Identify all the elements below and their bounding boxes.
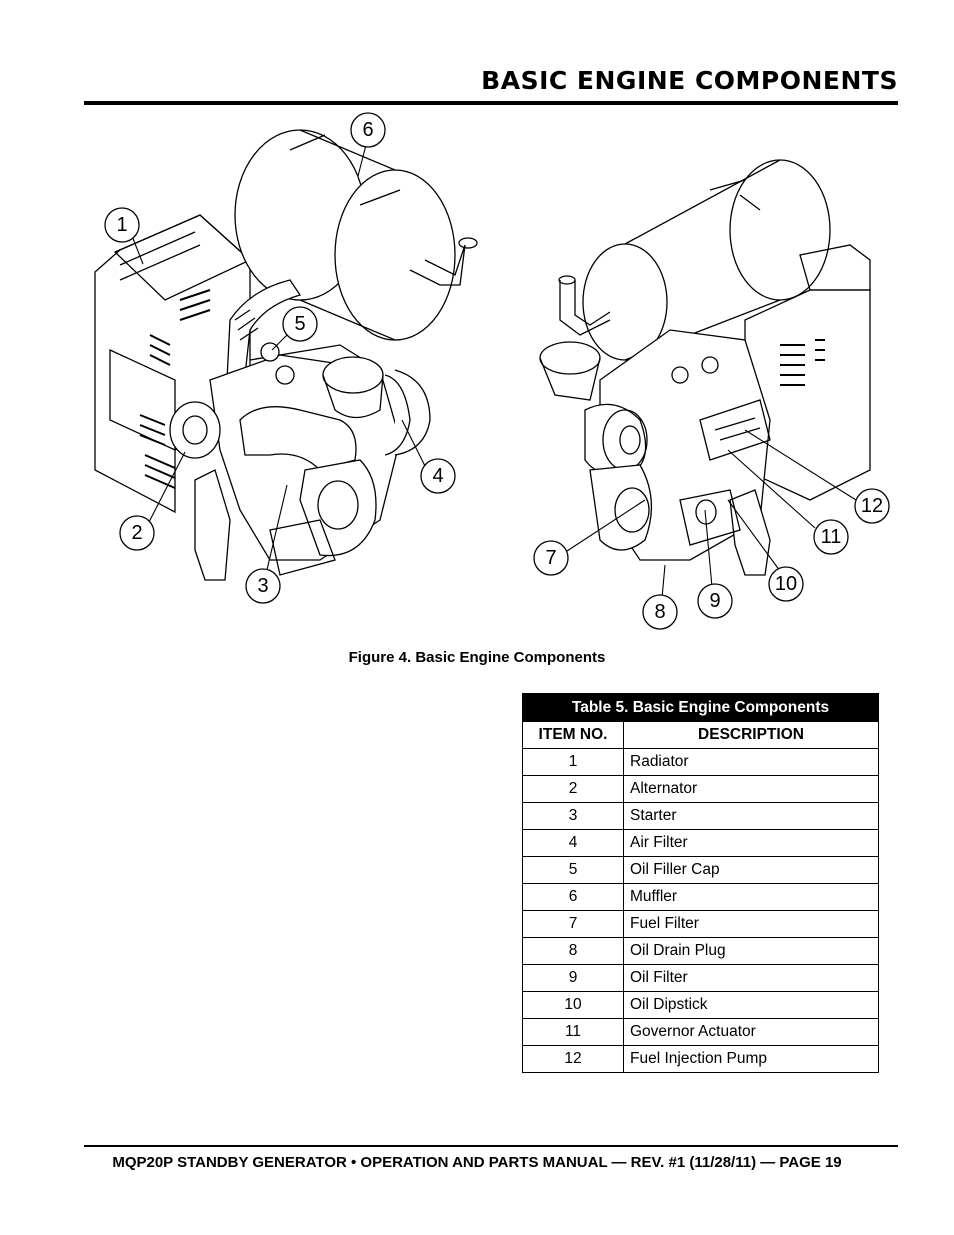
item-description: Fuel Injection Pump — [623, 1045, 879, 1073]
callout-4: 4 — [420, 458, 456, 494]
callout-5: 5 — [282, 306, 318, 342]
item-description: Oil Filler Cap — [623, 856, 879, 884]
svg-text:10: 10 — [775, 573, 797, 595]
item-no: 12 — [522, 1045, 624, 1073]
column-header-description: DESCRIPTION — [623, 721, 879, 749]
callout-2: 2 — [119, 515, 155, 551]
callout-3: 3 — [245, 568, 281, 604]
item-description: Fuel Filter — [623, 910, 879, 938]
engine-right-drawing — [539, 159, 871, 576]
svg-text:1: 1 — [116, 214, 127, 236]
callout-9: 9 — [697, 583, 733, 619]
footer-rule — [84, 1145, 898, 1147]
callout-6: 6 — [350, 112, 386, 148]
svg-text:4: 4 — [432, 465, 443, 487]
svg-text:11: 11 — [821, 526, 842, 548]
callout-leaders — [131, 144, 857, 599]
item-description: Alternator — [623, 775, 879, 803]
item-no: 4 — [522, 829, 624, 857]
engine-left-drawing — [94, 129, 478, 581]
item-no: 8 — [522, 937, 624, 965]
callout-8: 8 — [642, 594, 678, 630]
svg-text:6: 6 — [362, 119, 373, 141]
item-description: Starter — [623, 802, 879, 830]
svg-text:8: 8 — [654, 601, 665, 623]
svg-text:7: 7 — [545, 547, 556, 569]
svg-text:12: 12 — [861, 495, 883, 517]
item-description: Radiator — [623, 748, 879, 776]
callout-1: 1 — [104, 207, 140, 243]
page-title: BASIC ENGINE COMPONENTS — [481, 66, 898, 95]
item-description: Air Filter — [623, 829, 879, 857]
callout-12: 12 — [854, 488, 890, 524]
item-description: Muffler — [623, 883, 879, 911]
title-rule — [84, 101, 898, 105]
column-header-item-no: ITEM NO. — [522, 721, 624, 749]
item-description: Oil Filter — [623, 964, 879, 992]
svg-text:9: 9 — [709, 590, 720, 612]
callout-7: 7 — [533, 540, 569, 576]
callout-11: 11 — [813, 519, 849, 555]
item-no: 10 — [522, 991, 624, 1019]
page-footer: MQP20P STANDBY GENERATOR • OPERATION AND… — [112, 1154, 842, 1171]
engine-figure: 1 2 3 4 5 6 7 8 9 10 11 12 — [94, 112, 890, 630]
item-description: Governor Actuator — [623, 1018, 879, 1046]
svg-text:2: 2 — [131, 522, 142, 544]
item-no: 1 — [522, 748, 624, 776]
callout-10: 10 — [768, 566, 804, 602]
components-table: Table 5. Basic Engine Components ITEM NO… — [522, 693, 879, 1073]
item-no: 7 — [522, 910, 624, 938]
svg-text:5: 5 — [294, 313, 305, 335]
item-no: 2 — [522, 775, 624, 803]
table-caption: Table 5. Basic Engine Components — [522, 693, 879, 722]
item-no: 9 — [522, 964, 624, 992]
item-no: 5 — [522, 856, 624, 884]
item-no: 3 — [522, 802, 624, 830]
item-description: Oil Dipstick — [623, 991, 879, 1019]
item-no: 6 — [522, 883, 624, 911]
svg-text:3: 3 — [257, 575, 268, 597]
item-description: Oil Drain Plug — [623, 937, 879, 965]
item-no: 11 — [522, 1018, 624, 1046]
figure-caption: Figure 4. Basic Engine Components — [348, 649, 606, 666]
